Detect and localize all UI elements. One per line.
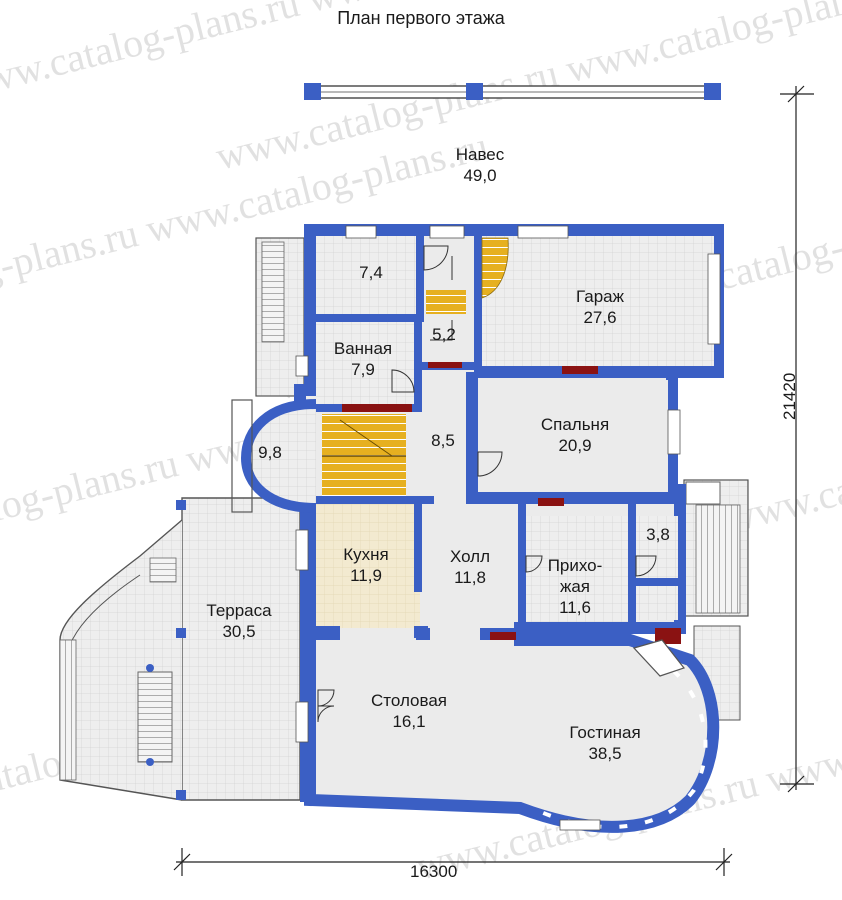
room-label-7-4: 7,4 bbox=[359, 263, 383, 282]
canopy-beam bbox=[304, 83, 721, 100]
dimension-height: 21420 bbox=[780, 372, 799, 420]
dimension-width: 16300 bbox=[410, 862, 458, 881]
room-label-8-5: 8,5 bbox=[431, 431, 455, 450]
room-label-5-2: 5,2 bbox=[432, 325, 456, 344]
dimension-lines bbox=[173, 85, 814, 876]
building-walls bbox=[231, 224, 724, 833]
room-label-9-8: 9,8 bbox=[258, 443, 282, 462]
plan-title: План первого этажа bbox=[337, 8, 505, 28]
room-label-3-8: 3,8 bbox=[646, 525, 670, 544]
terrace bbox=[59, 497, 301, 801]
